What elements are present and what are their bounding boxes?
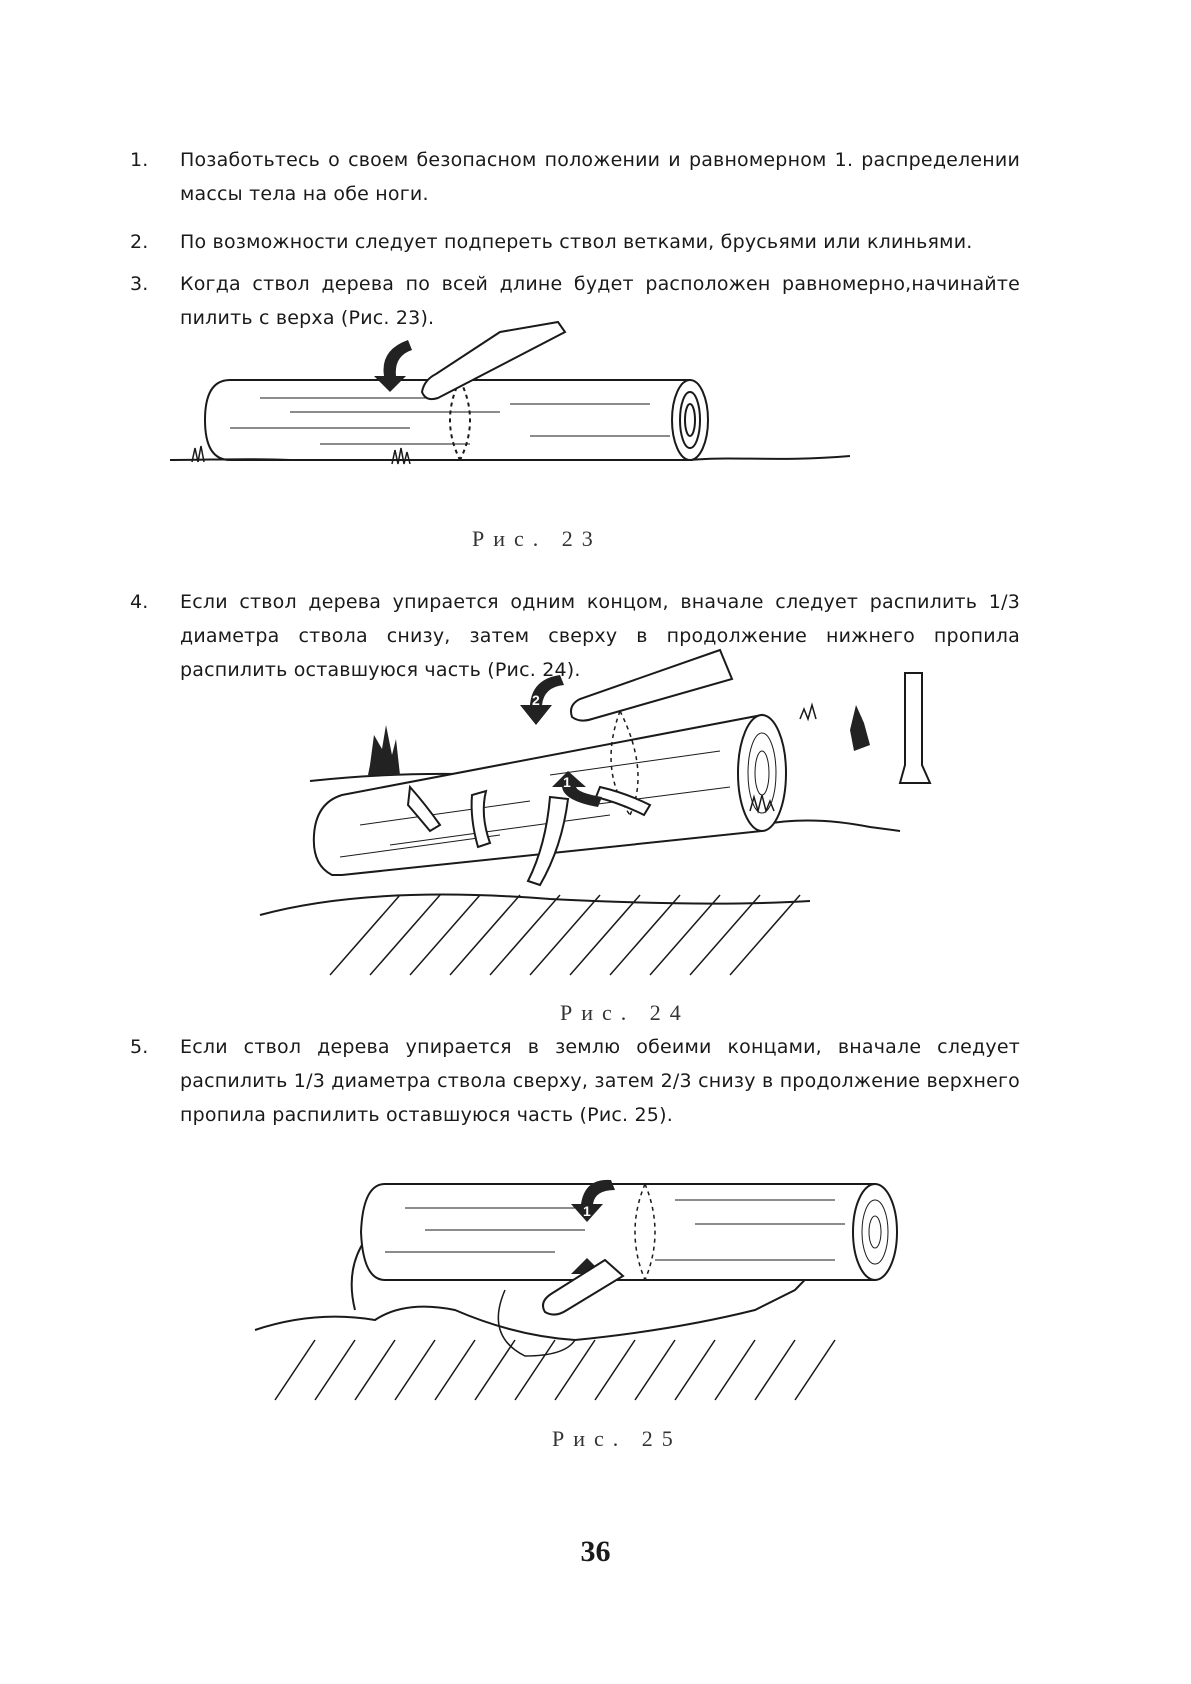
instruction-item-2: 2. По возможности следует подпереть ство… xyxy=(130,225,1020,259)
item-text: Позаботьтесь о своем безопасном положени… xyxy=(180,149,1020,205)
figure-24-caption: Рис. 24 xyxy=(560,1000,690,1025)
item-text: Если ствол дерева упирается в землю обеи… xyxy=(180,1036,1020,1126)
step-2-label: 2 xyxy=(532,692,540,708)
item-number: 1. xyxy=(130,149,149,171)
instruction-item-3: 3. Когда ствол дерева по всей длине буде… xyxy=(130,267,1020,335)
item-text: Когда ствол дерева по всей длине будет р… xyxy=(180,273,1020,329)
item-number: 2. xyxy=(130,231,149,253)
item-text: Если ствол дерева упирается одним концом… xyxy=(180,591,1020,681)
page-number: 36 xyxy=(580,1535,611,1568)
figure-25-caption: Рис. 25 xyxy=(552,1426,682,1451)
item-number: 3. xyxy=(130,273,149,295)
figure-24-log-supported-one-end: 2 1 xyxy=(259,648,932,976)
figure-25-log-supported-both-ends: 1 2 xyxy=(254,1179,898,1401)
step-1-label: 1 xyxy=(563,774,571,790)
figure-23-log-on-flat-ground xyxy=(169,320,851,465)
item-number: 4. xyxy=(130,591,149,613)
step-1-label: 1 xyxy=(583,1203,591,1219)
instruction-item-1: 1. Позаботьтесь о своем безопасном полож… xyxy=(130,143,1020,211)
item-text: По возможности следует подпереть ствол в… xyxy=(180,231,973,253)
figure-23-caption: Рис. 23 xyxy=(472,526,602,551)
item-number: 5. xyxy=(130,1036,149,1058)
instruction-item-4: 4. Если ствол дерева упирается одним кон… xyxy=(130,585,1020,687)
instruction-item-5: 5. Если ствол дерева упирается в землю о… xyxy=(130,1030,1020,1132)
